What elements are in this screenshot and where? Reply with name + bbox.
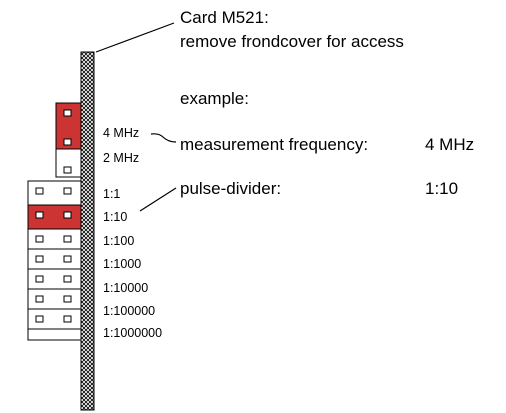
divider-pin [35,275,44,283]
divider-pin [63,275,72,283]
card-subtitle: remove frondcover for access [180,32,404,51]
divider-option-label: 1:100 [103,234,134,248]
divider-value: 1:10 [425,179,458,198]
divider-jumper-block [27,180,82,341]
frequency-pin [63,166,72,174]
divider-pin [35,235,44,243]
frequency-pin [63,138,72,146]
divider-option-label: 1:1 [103,187,120,201]
divider-option-label: 1:10 [103,210,127,224]
divider-pin [63,211,72,219]
divider-pin [63,315,72,323]
frequency-label: measurement frequency: [180,135,368,154]
frequency-pin [63,109,72,117]
example-heading: example: [180,89,249,108]
divider-label: pulse-divider: [180,179,281,198]
pcb-edge [80,51,95,411]
divider-leader-line [139,187,177,212]
divider-option-label: 1:10000 [103,281,148,295]
frequency-jumper-block [55,102,82,178]
divider-option-label: 1:1000000 [103,326,162,340]
divider-pin [63,235,72,243]
divider-pin [35,315,44,323]
divider-option-label: 1:1000 [103,257,141,271]
divider-pin [35,295,44,303]
divider-row [27,328,82,341]
divider-pin [63,255,72,263]
card-title: Card M521: [180,8,269,27]
divider-pin [63,295,72,303]
divider-pin [35,211,44,219]
divider-pin [35,255,44,263]
frequency-value: 4 MHz [425,135,474,154]
frequency-option-label: 2 MHz [103,151,139,165]
frequency-leader-line [150,133,177,143]
divider-option-label: 1:100000 [103,304,155,318]
divider-pin [35,187,44,195]
card-leader-line [95,22,175,53]
divider-pin [63,187,72,195]
frequency-option-label: 4 MHz [103,126,139,140]
